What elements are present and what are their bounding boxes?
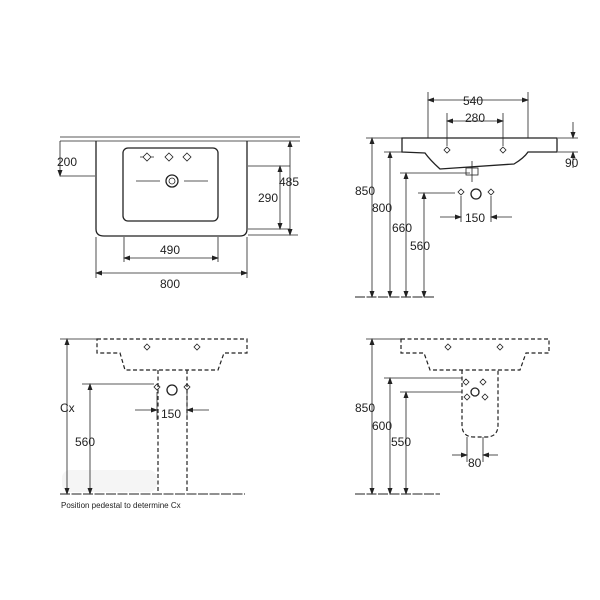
basin-outline-top <box>95 141 248 237</box>
dim-800-top: 800 <box>160 277 180 291</box>
water-connections-side <box>457 188 495 200</box>
side-view: 540 280 90 850 800 660 560 <box>355 92 579 298</box>
dim-550: 550 <box>391 435 411 449</box>
dim-150-side: 150 <box>465 211 485 225</box>
dim-850-side: 850 <box>355 184 375 198</box>
pedestal-column-dashed <box>157 370 188 494</box>
dim-850-pedestal: 850 <box>355 401 375 415</box>
dim-280: 280 <box>465 111 485 125</box>
basin-profile-dashed <box>400 338 550 371</box>
drain-icon <box>165 174 179 188</box>
basin-profile-side <box>401 137 558 170</box>
pedestal-note: Position pedestal to determine Cx <box>61 501 181 510</box>
dim-cx: Cx <box>60 401 75 415</box>
dim-80: 80 <box>468 456 482 470</box>
dim-560-side: 560 <box>410 239 430 253</box>
dim-540: 540 <box>463 94 483 108</box>
semi-pedestal-dashed <box>461 370 499 438</box>
dim-290: 290 <box>258 191 278 205</box>
side-pedestal-view: 850 600 550 80 <box>355 338 550 495</box>
dim-200: 200 <box>57 155 77 169</box>
dim-490: 490 <box>160 243 180 257</box>
front-pedestal-view: Cx 560 150 Position pedestal to determin… <box>60 338 248 510</box>
basin-outline-dashed <box>96 338 248 371</box>
dim-660: 660 <box>392 221 412 235</box>
dim-560-front: 560 <box>75 435 95 449</box>
top-view: 200 290 485 490 800 <box>57 136 300 291</box>
dim-90: 90 <box>565 156 579 170</box>
bowl-outline-top <box>122 147 219 222</box>
dim-150-front: 150 <box>161 407 181 421</box>
dim-800-side: 800 <box>372 201 392 215</box>
tap-holes-top <box>140 152 192 162</box>
dim-600: 600 <box>372 419 392 433</box>
dim-485: 485 <box>279 175 299 189</box>
